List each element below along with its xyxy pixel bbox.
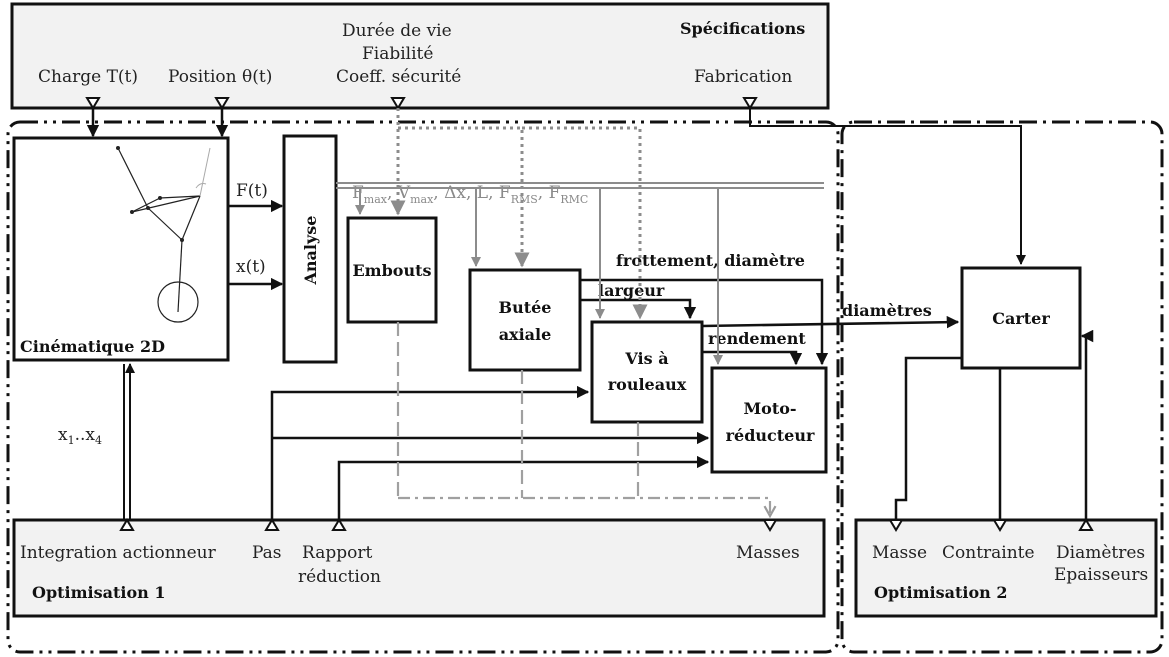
- butee-label-2: axiale: [499, 325, 552, 344]
- specifications-title: Spécifications: [680, 19, 805, 38]
- label-params: Fmax, Vmax, Δx, L, FRMS, FRMC: [352, 183, 588, 206]
- analyse-label: Analyse: [301, 216, 320, 286]
- optimisation2-frame: [840, 120, 1164, 654]
- opt1-rapport-2: réduction: [298, 567, 381, 587]
- port-coeff: [390, 97, 406, 110]
- line-carter-masse: [894, 356, 962, 520]
- optimisation1-frame: [6, 120, 840, 654]
- embouts-block: [346, 216, 438, 324]
- optimisation2-box: [854, 518, 1158, 618]
- carter-label: Carter: [992, 309, 1050, 328]
- opt2-contrainte: Contrainte: [942, 543, 1035, 563]
- port-charge: [85, 97, 101, 110]
- arrow-rendement: [702, 350, 803, 366]
- arrow-diametres-carter: [1080, 329, 1094, 520]
- analyse-block: [282, 134, 338, 364]
- vis-block: [590, 320, 704, 424]
- label-design-vars: x1..x4: [58, 425, 102, 447]
- label-diametres: diamètres: [842, 301, 932, 320]
- opt1-pas: Pas: [252, 543, 282, 563]
- moto-label-2: réducteur: [726, 426, 815, 445]
- vis-label-1: Vis à: [624, 349, 668, 368]
- spec-fabrication: Fabrication: [694, 67, 792, 87]
- spec-duree: Durée de vie: [342, 21, 452, 41]
- opt1-masses: Masses: [736, 543, 800, 563]
- port-pas: [264, 518, 280, 531]
- port-integration: [119, 518, 135, 531]
- butee-label-1: Butée: [499, 298, 552, 317]
- port-fabrication: [742, 97, 758, 110]
- carter-block: [960, 266, 1082, 370]
- cinematique-label: Cinématique 2D: [20, 337, 165, 356]
- vis-label-2: rouleaux: [608, 375, 687, 394]
- port-diametres: [1078, 518, 1094, 531]
- label-force: F(t): [236, 181, 268, 201]
- port-rapport: [331, 518, 347, 531]
- optimisation2-title: Optimisation 2: [874, 583, 1007, 602]
- arrow-pas-vis: [270, 385, 590, 520]
- optimisation1-title: Optimisation 1: [32, 583, 165, 602]
- label-rendement: rendement: [708, 329, 806, 348]
- butee-block: [468, 268, 582, 372]
- opt2-diametres: Diamètres: [1056, 543, 1145, 563]
- arrow-frottement: [580, 278, 829, 366]
- arrow-largeur: [580, 298, 697, 320]
- spec-fiabilite: Fiabilité: [362, 44, 433, 64]
- spec-coeff: Coeff. sécurité: [336, 67, 461, 87]
- opt2-epaisseurs: Epaisseurs: [1054, 565, 1148, 585]
- port-position: [214, 97, 230, 110]
- port-masses: [762, 519, 778, 532]
- arrow-diametres: [701, 315, 960, 329]
- opt1-integration: Integration actionneur: [20, 543, 217, 563]
- optimisation1-box: [12, 518, 826, 618]
- spec-position: Position θ(t): [168, 67, 272, 87]
- label-frottement: frottement, diamètre: [616, 251, 805, 270]
- arrow-fabrication: [749, 108, 1026, 265]
- moto-block: [710, 366, 828, 474]
- label-position-signal: x(t): [236, 257, 266, 277]
- opt2-masse: Masse: [872, 543, 927, 563]
- label-largeur: largeur: [598, 281, 665, 300]
- moto-label-1: Moto-: [743, 399, 796, 418]
- opt1-rapport-1: Rapport: [302, 543, 372, 563]
- specifications-box: [10, 2, 830, 110]
- spec-charge: Charge T(t): [38, 67, 138, 87]
- embouts-label: Embouts: [352, 261, 431, 280]
- cinematique-block: [12, 136, 230, 362]
- mass-bus: [398, 496, 770, 516]
- arrow-rapport: [337, 455, 710, 520]
- linkage-sketch: [116, 146, 211, 323]
